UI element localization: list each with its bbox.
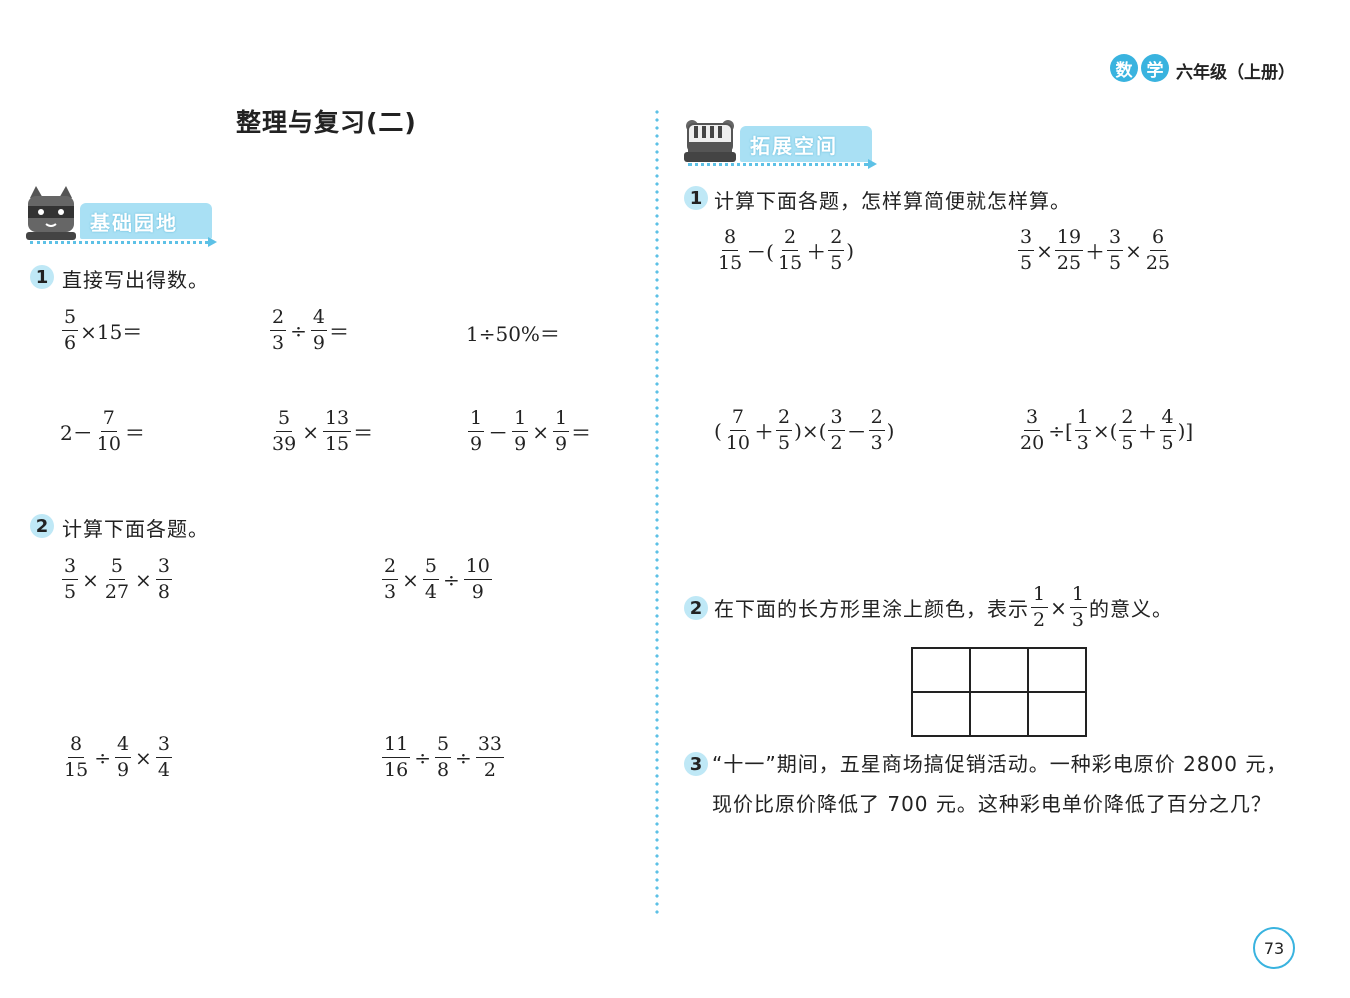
grid-cell[interactable] (1027, 647, 1087, 693)
page-divider (655, 108, 659, 916)
zebra-mascot-icon (684, 118, 736, 168)
grid-cell[interactable] (911, 647, 971, 693)
banner-dotted-line (30, 241, 208, 244)
grid-cell[interactable] (911, 691, 971, 737)
section-banner-basics: 基础园地 (80, 203, 212, 239)
page-title: 整理与复习(二) (236, 108, 417, 137)
subject-badge-xue: 学 (1141, 54, 1169, 82)
page-number: 73 (1253, 927, 1295, 969)
question-number: 3 (684, 752, 708, 776)
question-text: 计算下面各题，怎样算简便就怎样算。 (714, 189, 1071, 213)
grid-cell[interactable] (969, 691, 1029, 737)
question-text: 计算下面各题。 (62, 517, 209, 541)
question-text: 直接写出得数。 (62, 268, 209, 292)
grid-cell[interactable] (1027, 691, 1087, 737)
rectangle-grid[interactable] (911, 647, 1087, 737)
question-text: “十一”期间，五星商场搞促销活动。一种彩电原价 2800 元，现价比原价降低了 … (712, 752, 1288, 816)
question-number: 1 (30, 265, 54, 289)
section-banner-extension: 拓展空间 (740, 126, 872, 162)
question-number: 2 (30, 514, 54, 538)
subject-badge-shu: 数 (1110, 54, 1138, 82)
arrow-right-icon (208, 237, 217, 247)
question-number: 1 (684, 186, 708, 210)
banner-dotted-line (688, 163, 868, 166)
math-expression: 1÷50%＝ (466, 322, 560, 346)
arrow-right-icon (868, 159, 877, 169)
raccoon-mascot-icon (26, 186, 76, 246)
grid-cell[interactable] (969, 647, 1029, 693)
question-number: 2 (684, 596, 708, 620)
grade-label: 六年级（上册） (1176, 63, 1295, 83)
